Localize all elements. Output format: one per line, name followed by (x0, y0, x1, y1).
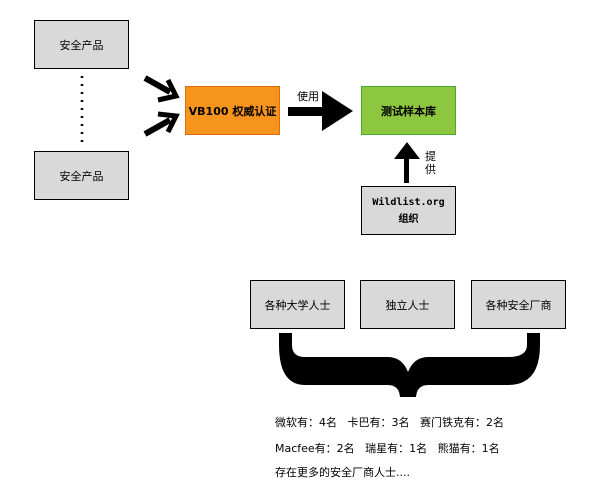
vb100-certification-box: VB100 权威认证 (185, 86, 280, 135)
group-label: 独立人士 (385, 298, 430, 312)
arrow-down-right-icon (143, 75, 180, 103)
provide-label: 提供 (425, 150, 436, 176)
security-product-box-1: 安全产品 (34, 20, 129, 69)
curly-brace-icon (279, 333, 540, 397)
security-product-box-2: 安全产品 (34, 151, 129, 200)
sample-library-box: 测试样本库 (361, 86, 456, 135)
arrow-right-icon (288, 91, 353, 131)
stats-row-2: Macfee有：2名 瑞星有：1名 熊猫有：1名 (275, 442, 500, 455)
security-product-label: 安全产品 (59, 38, 104, 52)
group-box-university: 各种大学人士 (250, 280, 345, 329)
arrow-up-right-icon (143, 111, 180, 137)
sample-library-label: 测试样本库 (381, 104, 436, 118)
wildlist-org-label: 组织 (398, 213, 419, 225)
stats-row-3: 存在更多的安全厂商人士.... (275, 466, 410, 479)
wildlist-name: Wildlist.org (372, 196, 445, 208)
certification-label: VB100 权威认证 (188, 104, 277, 118)
arrow-up-icon (394, 142, 420, 183)
group-box-independent: 独立人士 (360, 280, 455, 329)
wildlist-org-box: Wildlist.org 组织 (361, 186, 456, 235)
use-label: 使用 (297, 90, 319, 103)
stats-row-1: 微软有：4名 卡巴有：3名 赛门铁克有：2名 (275, 416, 504, 429)
group-label: 各种大学人士 (264, 298, 331, 312)
security-product-label: 安全产品 (59, 169, 104, 183)
group-box-vendors: 各种安全厂商 (471, 280, 566, 329)
group-label: 各种安全厂商 (485, 298, 552, 312)
